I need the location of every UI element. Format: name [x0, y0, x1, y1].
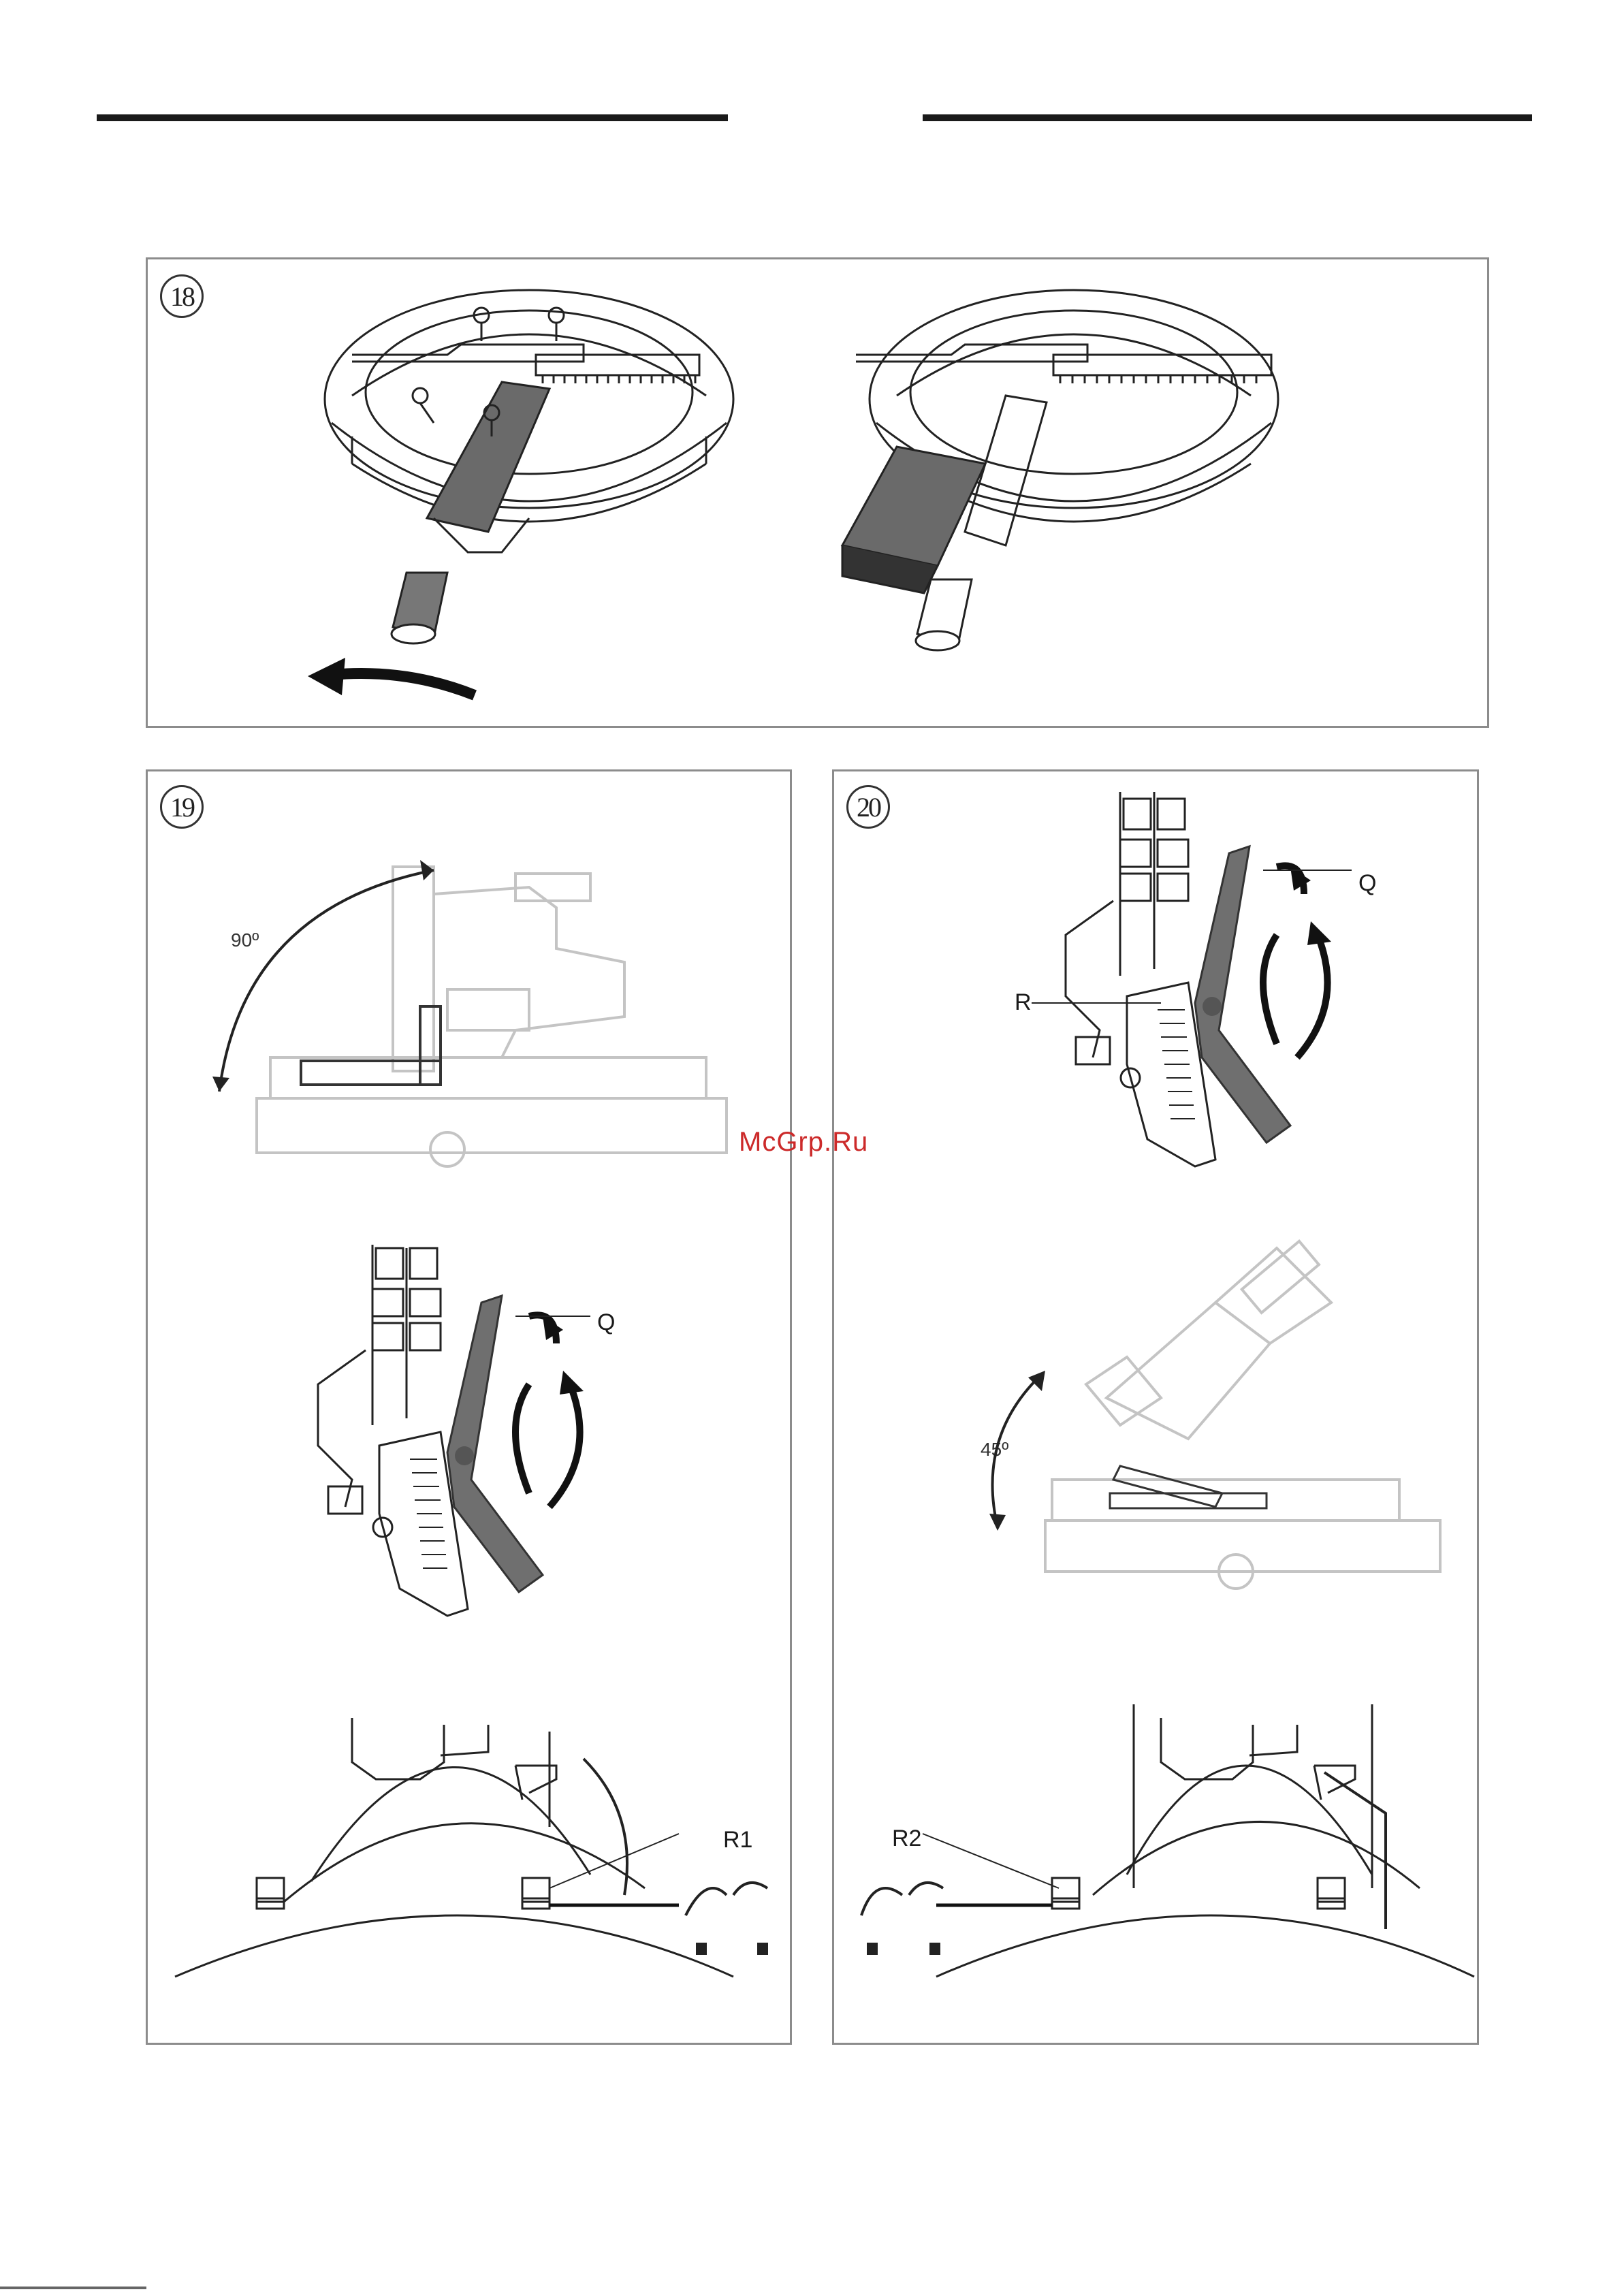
figure-18-panel: 18: [146, 257, 1489, 728]
figure-20-panel: 20 Q R 45º R2: [832, 769, 1479, 2045]
figure-19-panel: 19 90º Q R1: [146, 769, 792, 2045]
header-rule-left: [97, 114, 728, 121]
footer-rule: [0, 2287, 146, 2289]
watermark-text: McGrp.Ru: [739, 1127, 868, 1158]
header-rule-right: [923, 114, 1532, 121]
figure-20-illustration: [834, 771, 1477, 2043]
figure-18-illustration: [148, 259, 1487, 726]
figure-19-illustration: [148, 771, 790, 2043]
